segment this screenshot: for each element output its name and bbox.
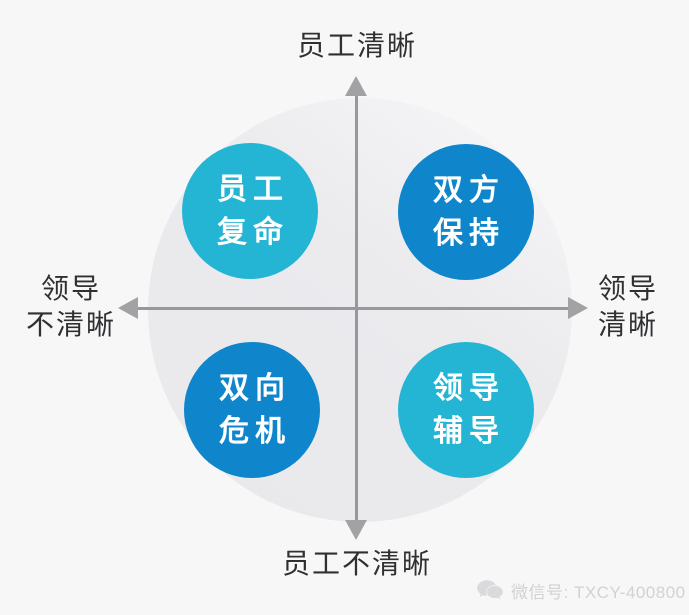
quadrant-circle-top-left: 员工 复命 bbox=[182, 143, 318, 279]
quadrant-label-line2: 危机 bbox=[219, 415, 291, 448]
vertical-axis-line bbox=[355, 90, 358, 530]
quadrant-label-line1: 双向 bbox=[219, 372, 291, 405]
arrow-up-icon bbox=[345, 76, 367, 96]
axis-label-right-line2: 清晰 bbox=[597, 309, 658, 340]
arrow-right-icon bbox=[568, 297, 588, 319]
quadrant-label-line2: 保持 bbox=[433, 217, 505, 250]
quadrant-label-line2: 辅导 bbox=[433, 415, 505, 448]
axis-label-bottom: 员工不清晰 bbox=[281, 548, 433, 579]
quadrant-label-line1: 领导 bbox=[433, 372, 505, 405]
quadrant-circle-bottom-left: 双向 危机 bbox=[184, 342, 320, 478]
arrow-left-icon bbox=[118, 297, 138, 319]
quadrant-circle-bottom-right: 领导 辅导 bbox=[398, 342, 534, 478]
quadrant-label-line1: 员工 bbox=[217, 173, 289, 206]
axis-label-left: 领导 不清晰 bbox=[15, 271, 127, 343]
watermark-text: 微信号: TXCY-400800 bbox=[511, 583, 686, 602]
horizontal-axis-line bbox=[130, 307, 574, 310]
axis-label-right-line1: 领导 bbox=[597, 273, 658, 304]
quadrant-label-line2: 复命 bbox=[217, 216, 289, 249]
quadrant-circle-top-right: 双方 保持 bbox=[398, 144, 534, 280]
axis-label-left-line1: 领导 bbox=[40, 273, 101, 304]
axis-label-top: 员工清晰 bbox=[296, 30, 418, 61]
arrow-down-icon bbox=[345, 520, 367, 540]
wechat-icon bbox=[476, 579, 504, 603]
quadrant-label-line1: 双方 bbox=[433, 174, 505, 207]
watermark: 微信号: TXCY-400800 bbox=[476, 578, 686, 603]
axis-label-left-line2: 不清晰 bbox=[25, 309, 116, 340]
axis-label-right: 领导 清晰 bbox=[572, 271, 684, 343]
